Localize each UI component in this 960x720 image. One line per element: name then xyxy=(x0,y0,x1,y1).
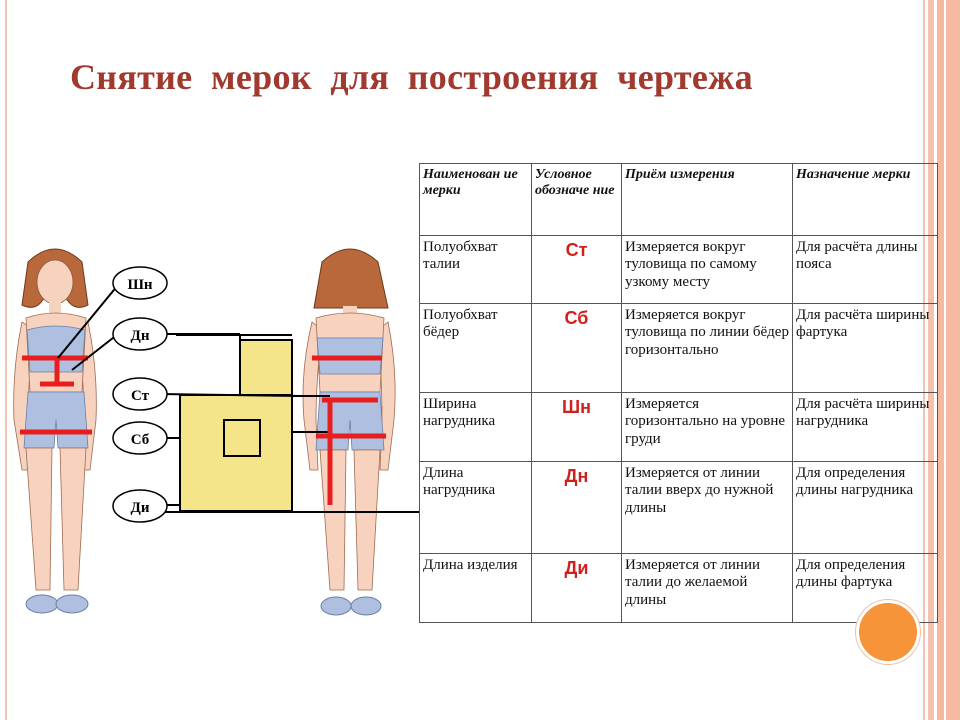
table-row: Полуобхват бёдер Сб Измеряется вокруг ту… xyxy=(419,303,938,393)
cell-symbol: Сб xyxy=(531,303,622,393)
measure-label-dn: Дн xyxy=(112,317,168,351)
cell-name: Полуобхват бёдер xyxy=(419,303,532,393)
measurement-markers xyxy=(20,355,386,505)
cell-symbol: Дн xyxy=(531,461,622,554)
label-text: Шн xyxy=(127,277,152,293)
label-text: Ст xyxy=(131,388,150,404)
cell-symbol: Ст xyxy=(531,235,622,304)
cell-symbol: Шн xyxy=(531,392,622,462)
cell-purpose: Для определения длины нагрудника xyxy=(792,461,938,554)
header-name: Наименован ие мерки xyxy=(419,163,532,236)
cell-method: Измеряется от линии талии до желаемой дл… xyxy=(621,553,793,623)
cell-method: Измеряется вокруг туловища по самому узк… xyxy=(621,235,793,304)
label-text: Ди xyxy=(131,500,150,516)
header-method: Приём измерения xyxy=(621,163,793,236)
slide-title: Снятие мерок для построения чертежа xyxy=(70,57,753,97)
cell-purpose: Для расчёта длины пояса xyxy=(792,235,938,304)
table-row: Длина нагрудника Дн Измеряется от линии … xyxy=(419,461,938,554)
decor-stripe xyxy=(937,0,960,720)
measure-label-st: Ст xyxy=(112,377,168,411)
cell-name: Длина нагрудника xyxy=(419,461,532,554)
cell-method: Измеряется вокруг туловища по линии бёде… xyxy=(621,303,793,393)
measurement-illustration: Шн Дн Ст Сб Ди xyxy=(13,248,420,616)
label-connectors xyxy=(57,284,301,506)
label-text: Сб xyxy=(131,432,150,448)
label-text: Дн xyxy=(131,328,150,344)
measure-label-sb: Сб xyxy=(112,421,168,455)
cell-method: Измеряется от линии талии вверх до нужно… xyxy=(621,461,793,554)
table-header-row: Наименован ие мерки Условное обозначе ни… xyxy=(419,163,938,236)
table-row: Длина изделия Ди Измеряется от линии тал… xyxy=(419,553,938,623)
cell-purpose: Для расчёта ширины фартука xyxy=(792,303,938,393)
decorative-circle xyxy=(856,600,920,664)
cell-purpose: Для определения длины фартука xyxy=(792,553,938,623)
decor-stripe xyxy=(944,0,946,720)
cell-symbol: Ди xyxy=(531,553,622,623)
cell-method: Измеряется горизонтально на уровне груди xyxy=(621,392,793,462)
cell-purpose: Для расчёта ширины нагрудника xyxy=(792,392,938,462)
table-row: Полуобхват талии Ст Измеряется вокруг ту… xyxy=(419,235,938,304)
measurements-table: Наименован ие мерки Условное обозначе ни… xyxy=(419,163,938,623)
measure-label-shn: Шн xyxy=(112,266,168,300)
cell-name: Ширина нагрудника xyxy=(419,392,532,462)
cell-name: Полуобхват талии xyxy=(419,235,532,304)
measure-label-di: Ди xyxy=(112,489,168,523)
header-purpose: Назначение мерки xyxy=(792,163,938,236)
table-row: Ширина нагрудника Шн Измеряется горизонт… xyxy=(419,392,938,462)
cell-name: Длина изделия xyxy=(419,553,532,623)
header-symbol: Условное обозначе ние xyxy=(531,163,622,236)
